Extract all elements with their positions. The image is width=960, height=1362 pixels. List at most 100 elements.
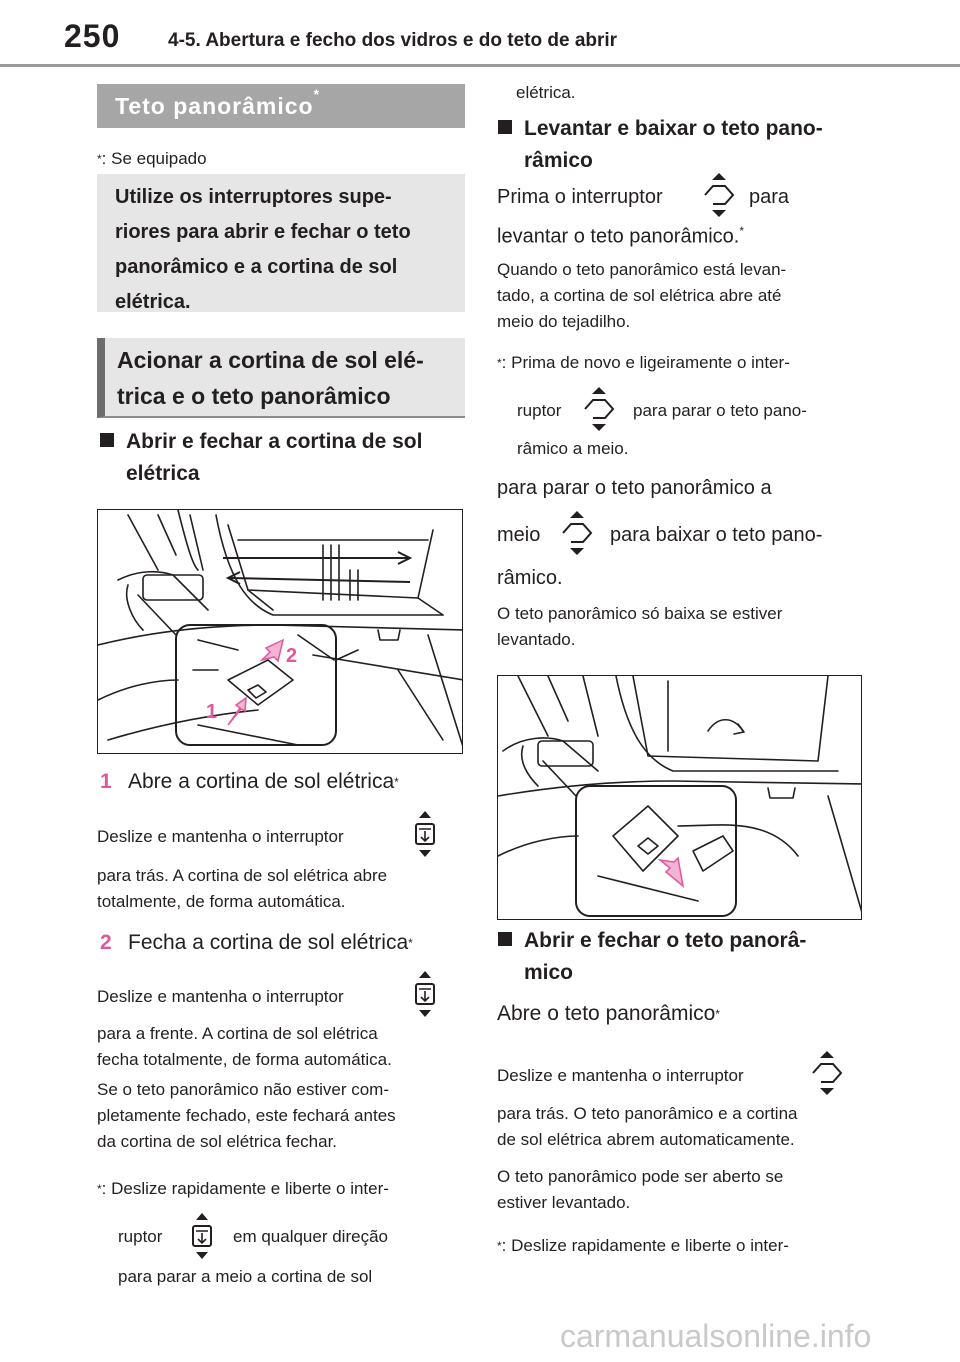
open-roof-step: Abre o teto panorâmico* (497, 1000, 720, 1028)
intro-line: panorâmico e a cortina de sol (115, 256, 398, 278)
footnote-mark: * (97, 1182, 102, 1196)
tilt-switch-icon (704, 173, 735, 217)
note-line: O teto panorâmico pode ser aberto se (497, 1167, 784, 1186)
subhead-sunshade: Abrir e fechar a cortina de sol elétrica (100, 426, 470, 490)
detail-line: de sol elétrica abrem automaticamente. (497, 1130, 795, 1149)
footnote-mark: * (497, 1239, 502, 1253)
bullet-square (100, 433, 114, 447)
panoramic-roof-illustration (498, 676, 861, 917)
step-1-detail-a: Deslize e mantenha o interruptor (97, 827, 344, 846)
step-number: 2 (100, 931, 112, 954)
footnote-mark: * (497, 356, 502, 370)
step-2-detail-b: para a frente. A cortina de sol elétrica… (97, 1021, 392, 1073)
sunshade-switch-icon (192, 1213, 212, 1259)
intro-line: riores para abrir e fechar o teto (115, 221, 411, 243)
detail-line: totalmente, de forma automática. (97, 892, 346, 911)
tilt-switch-icon (584, 387, 615, 431)
subhead-line: elétrica (126, 462, 200, 485)
note-line: da cortina de sol elétrica fechar. (97, 1132, 338, 1151)
equip-note: *: Se equipado (97, 146, 207, 172)
step-2-detail-a: Deslize e mantenha o interruptor (97, 987, 344, 1006)
figure-sunshade: 2 1 (97, 509, 463, 754)
figure-panoramic-roof (497, 675, 862, 920)
lower-line-c: râmico. (497, 567, 563, 589)
lower-line-b2: para baixar o teto pano- (610, 524, 823, 546)
footnote-3: *: Deslize rapidamente e liberte o inter… (497, 1233, 789, 1259)
lower-note: O teto panorâmico só baixa se estiver le… (497, 601, 782, 653)
tilt-text: levantar o teto panorâmico. (497, 225, 740, 248)
step-2: 2 Fecha a cortina de sol elétrica* (100, 929, 413, 957)
detail-line: fecha totalmente, de forma automática. (97, 1050, 392, 1069)
bullet-square (498, 932, 512, 946)
note-line: Se o teto panorâmico não estiver com- (97, 1080, 389, 1099)
page-number: 250 (64, 18, 121, 54)
step-mark: * (394, 775, 399, 789)
footnote-1-line-b2: em qualquer direção (233, 1227, 388, 1246)
footnote-2-line-b2: para parar o teto pano- (633, 401, 807, 420)
subhead-open-roof: Abrir e fechar o teto panorâ- mico (498, 925, 878, 989)
watermark[interactable]: carmanualsonline.info (560, 1318, 872, 1354)
tilt-switch-icon (562, 511, 593, 555)
section-heading-box: Acionar a cortina de sol elé- trica e o … (97, 338, 465, 418)
lower-line-b1: meio (497, 524, 541, 546)
step-text: Abre o teto panorâmico (497, 1002, 716, 1025)
footnote-1-line-c: para parar a meio a cortina de sol (118, 1267, 373, 1286)
tilt-switch-icon (812, 1051, 843, 1095)
sunshade-switch-icon (415, 811, 435, 857)
open-detail-a: Deslize e mantenha o interruptor (497, 1066, 744, 1085)
intro-box: Utilize os interruptores supe- riores pa… (97, 174, 465, 313)
step-1-detail-b: para trás. A cortina de sol elétrica abr… (97, 863, 387, 915)
intro-line: Utilize os interruptores supe- (115, 186, 392, 208)
sunshade-switch-icon (415, 971, 435, 1017)
tilt-line-b: levantar o teto panorâmico.* (497, 214, 744, 254)
open-note: O teto panorâmico pode ser aberto se est… (497, 1164, 783, 1216)
tilt-mark: * (739, 224, 745, 238)
footnote-1: *: Deslize rapidamente e liberte o inter… (97, 1176, 389, 1202)
step-text: Fecha a cortina de sol elétrica (128, 931, 409, 954)
equip-note-text: : Se equipado (101, 149, 207, 168)
note-line: estiver levantado. (497, 1193, 631, 1212)
figure-callout-1: 1 (206, 701, 217, 723)
note-line: O teto panorâmico só baixa se estiver (497, 604, 783, 623)
note-line: meio do tejadilho. (497, 312, 631, 331)
footnote-2-line-b1: ruptor (517, 401, 562, 420)
subhead-line: Abrir e fechar a cortina de sol (126, 430, 423, 453)
section-title-bar: Teto panorâmico* (97, 84, 465, 128)
header-rule (0, 64, 960, 67)
chapter-title: 4-5. Abertura e fecho dos vidros e do te… (168, 30, 618, 51)
tilt-note: Quando o teto panorâmico está levan- tad… (497, 257, 786, 335)
open-detail-b: para trás. O teto panorâmico e a cortina… (497, 1101, 798, 1153)
section-title-mark: * (313, 86, 321, 102)
bullet-square (498, 120, 512, 134)
footnote-text: : Deslize rapidamente e liberte o inter- (101, 1179, 389, 1198)
note-line: Quando o teto panorâmico está levan- (497, 260, 787, 279)
footnote-2: *: Prima de novo e ligeiramente o inter- (497, 350, 790, 376)
footnote-mark: * (97, 152, 102, 166)
continued-text: elétrica. (516, 83, 576, 102)
figure-callout-2: 2 (286, 645, 297, 667)
section-heading-line: Acionar a cortina de sol elé- (117, 347, 424, 373)
detail-line: para trás. A cortina de sol elétrica abr… (97, 866, 388, 885)
tilt-line-a1: Prima o interruptor (497, 186, 663, 208)
section-heading-line: trica e o teto panorâmico (117, 383, 391, 409)
intro-line: elétrica. (115, 291, 191, 313)
step-text: Abre a cortina de sol elétrica (128, 770, 395, 793)
step-mark: * (408, 936, 413, 950)
step-1: 1 Abre a cortina de sol elétrica* (100, 768, 399, 796)
note-line: pletamente fechado, este fechará antes (97, 1106, 396, 1125)
footnote-text: : Deslize rapidamente e liberte o inter- (501, 1236, 789, 1255)
footnote-2-line-c: râmico a meio. (517, 439, 629, 458)
close-order-note: Se o teto panorâmico não estiver com- pl… (97, 1077, 396, 1155)
note-line: levantado. (497, 630, 576, 649)
footnote-1-line-b1: ruptor (118, 1227, 163, 1246)
step-mark: * (715, 1007, 720, 1021)
tilt-line-a2: para (749, 186, 790, 208)
step-number: 1 (100, 770, 112, 793)
footnote-text: : Prima de novo e ligeiramente o inter- (501, 353, 790, 372)
subhead-line: Abrir e fechar o teto panorâ- (524, 929, 807, 952)
detail-line: para trás. O teto panorâmico e a cortina (497, 1104, 798, 1123)
lower-line-a: para parar o teto panorâmico a (497, 477, 772, 499)
subhead-tilt: Levantar e baixar o teto pano- râmico (498, 113, 878, 177)
detail-line: para a frente. A cortina de sol elétrica (97, 1024, 378, 1043)
subhead-line: Levantar e baixar o teto pano- (524, 117, 823, 140)
